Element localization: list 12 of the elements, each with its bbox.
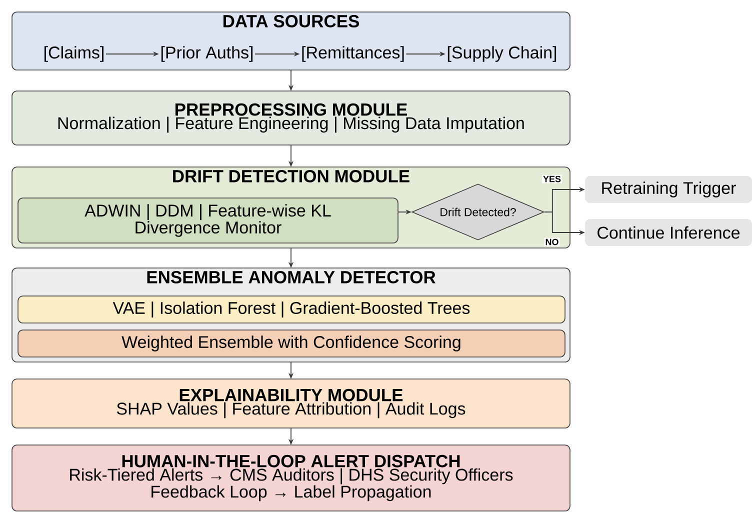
source-label: [Prior Auths]: [161, 46, 253, 62]
module-box: EXPLAINABILITY MODULE SHAP Values | Feature Attribution | Audit Logs: [12, 378, 570, 428]
process-box: VAE | Isolation Forest | Gradient-Boosted Trees: [18, 296, 566, 324]
module-box: HUMAN-IN-THE-LOOP ALERT DISPATCH Risk-Tiered Alerts → CMS Auditors | DHS Security Officers Feedback Loop → Label Propagation: [12, 444, 570, 512]
outcome-box: Retraining Trigger: [585, 176, 752, 203]
process-box: ADWIN | DDM | Feature-wise KL Divergence Monitor: [18, 198, 398, 244]
source-label: [Supply Chain]: [448, 46, 556, 62]
module-box: PREPROCESSING MODULE Normalization | Feature Engineering | Missing Data Imputation: [12, 90, 570, 146]
outcome-box: Continue Inference: [585, 219, 752, 246]
source-label: [Claims]: [44, 46, 104, 62]
source-label: [Remittances]: [302, 46, 404, 62]
process-box: Weighted Ensemble with Confidence Scoring: [18, 330, 566, 358]
